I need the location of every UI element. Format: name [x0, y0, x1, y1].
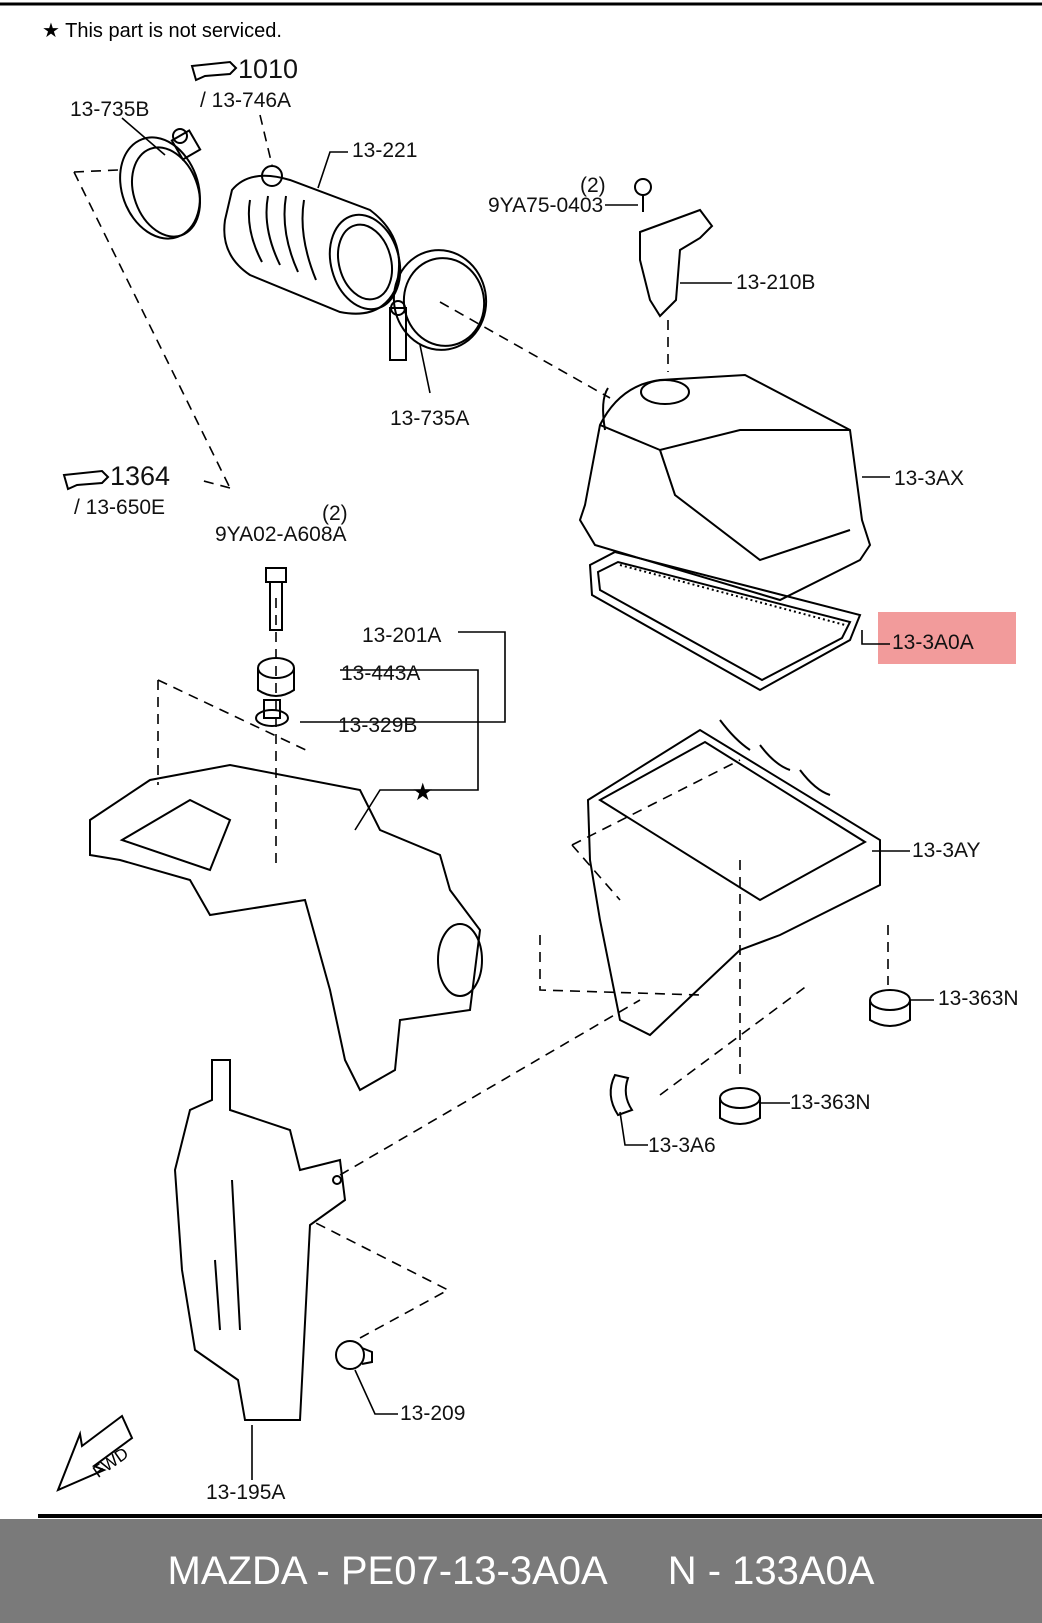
ref-1010-num[interactable]: 1010 [238, 54, 299, 84]
filter-element-drawing [588, 550, 862, 692]
cleaner-cover-drawing [578, 373, 872, 602]
label-13-3AY[interactable]: 13-3AY [912, 839, 981, 862]
label-9YA02-A608A[interactable]: 9YA02-A608A [215, 523, 347, 546]
label-13-3AX[interactable]: 13-3AX [894, 467, 965, 490]
footer-part-number: MAZDA - PE07-13-3A0A [167, 1548, 608, 1593]
label-13-735A[interactable]: 13-735A [390, 407, 470, 430]
clamp-735B-drawing [119, 128, 202, 240]
clamp-735A-drawing [389, 249, 488, 361]
ref-1010-sub[interactable]: / 13-746A [200, 89, 292, 112]
label-9YA75-0403[interactable]: 9YA75-0403 [488, 194, 604, 217]
svg-text:★: ★ [412, 778, 434, 806]
footer-code: N - 133A0A [667, 1548, 875, 1593]
parts-diagram: ★ FWD ★ This part is not serviced. 1010 … [0, 2, 1042, 1518]
label-13-735B[interactable]: 13-735B [70, 98, 150, 121]
label-13-3A6[interactable]: 13-3A6 [648, 1134, 716, 1157]
lower-case-drawing [586, 719, 881, 1037]
label-13-3A0A[interactable]: 13-3A0A [892, 631, 974, 654]
small-parts [255, 567, 911, 1370]
label-13-201A[interactable]: 13-201A [362, 624, 442, 647]
label-13-363N-upper[interactable]: 13-363N [938, 987, 1019, 1010]
label-13-221[interactable]: 13-221 [352, 139, 418, 162]
pointer-icons [62, 60, 238, 491]
label-13-443A[interactable]: 13-443A [341, 662, 421, 685]
svg-text:FWD: FWD [89, 1444, 132, 1482]
label-13-210B[interactable]: 13-210B [736, 271, 816, 294]
label-9YA75-qty: (2) [580, 174, 606, 197]
ref-1364-sub[interactable]: / 13-650E [74, 496, 166, 519]
maf-sensor-drawing [634, 178, 714, 318]
label-13-209[interactable]: 13-209 [400, 1402, 466, 1425]
label-9YA02-qty: (2) [322, 502, 348, 525]
duct-221-drawing [223, 165, 402, 315]
not-serviced-note: ★ This part is not serviced. [42, 18, 282, 43]
ref-1364-num[interactable]: 1364 [110, 461, 171, 491]
fwd-arrow-drawing [56, 1414, 134, 1492]
resonator-drawing [89, 763, 483, 1092]
highlight-box [878, 612, 1016, 664]
note-text: This part is not serviced. [65, 20, 282, 42]
footer-text: MAZDA - PE07-13-3A0A N - 133A0A [0, 1519, 1042, 1623]
exploded-view-drawing: ★ FWD [0, 2, 1042, 1518]
bracket-drawing [173, 1059, 347, 1421]
label-13-329B[interactable]: 13-329B [338, 714, 418, 737]
label-13-363N-lower[interactable]: 13-363N [790, 1091, 871, 1114]
label-13-195A[interactable]: 13-195A [206, 1481, 286, 1504]
star-icon: ★ [42, 20, 60, 42]
footer-bar: MAZDA - PE07-13-3A0A N - 133A0A [0, 1519, 1042, 1623]
